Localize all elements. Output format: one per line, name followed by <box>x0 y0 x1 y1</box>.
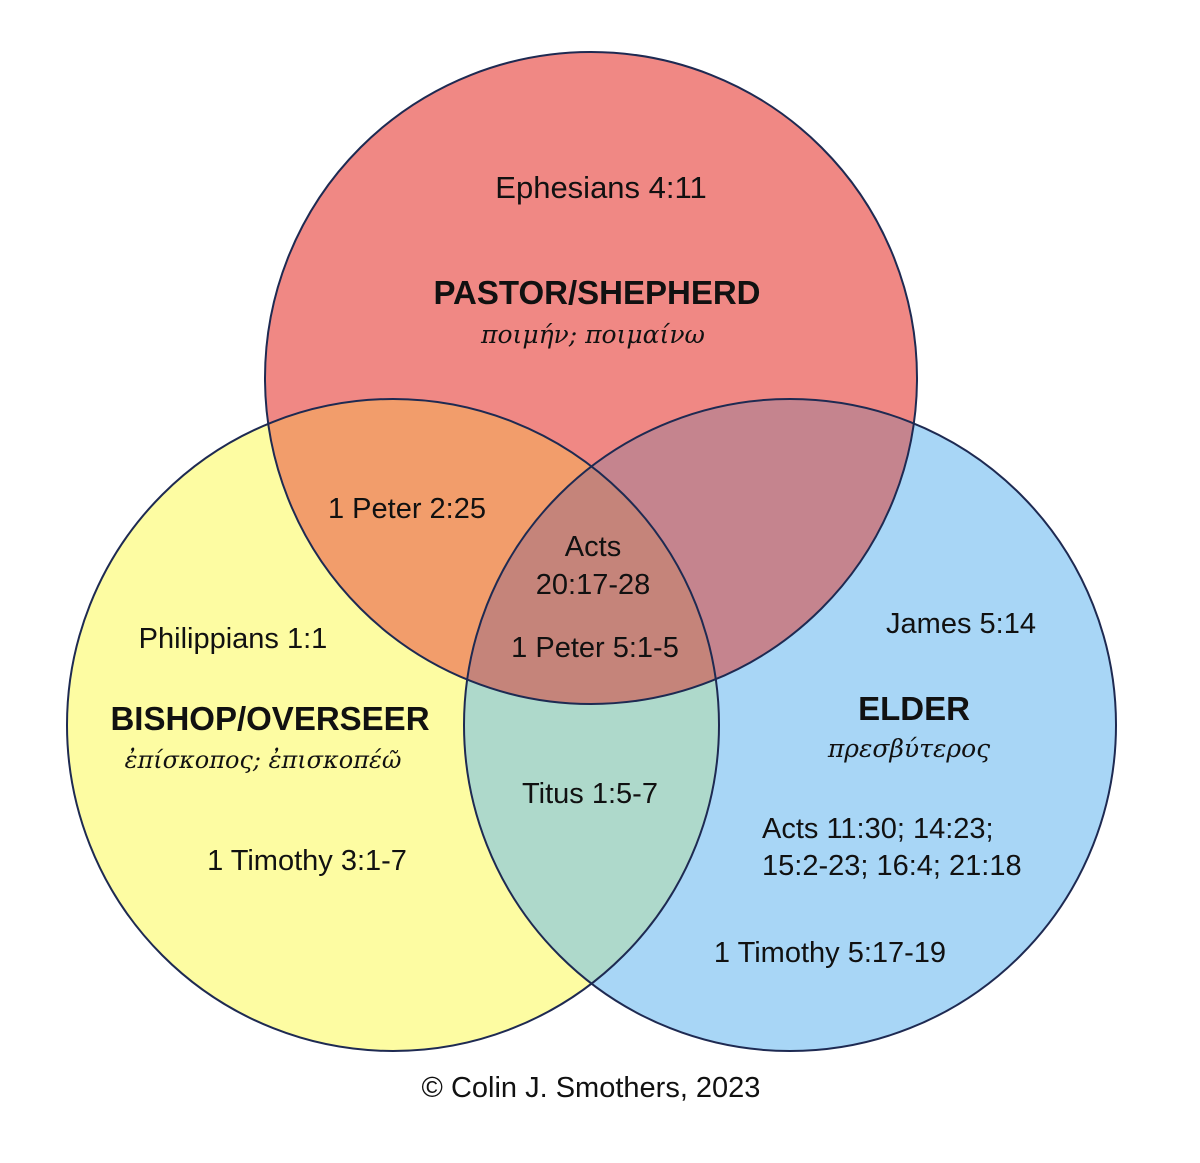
center-overlap <box>464 399 719 704</box>
copyright-text: © Colin J. Smothers, 2023 <box>422 1072 761 1104</box>
pastor-outline <box>264 51 918 705</box>
elder-ref-acts-2: 15:2-23; 16:4; 21:18 <box>762 850 1022 882</box>
bishop-greek: ἐπίσκοπος; ἐπισκοπέῶ <box>125 746 402 774</box>
pastor-ref-ephesians: Ephesians 4:11 <box>495 170 706 205</box>
center-ref-acts-2: 20:17-28 <box>536 569 651 601</box>
bishop-ref-philippians: Philippians 1:1 <box>139 623 328 655</box>
elder-title: ELDER <box>858 690 970 727</box>
pastor-title: PASTOR/SHEPHERD <box>433 274 760 311</box>
bishop-elder-ref: Titus 1:5-7 <box>522 778 658 810</box>
bishop-title: BISHOP/OVERSEER <box>110 700 429 737</box>
elder-greek: πρεσβύτερος <box>827 734 990 763</box>
bishop-outline <box>66 398 720 1052</box>
elder-ref-timothy: 1 Timothy 5:17-19 <box>714 937 946 969</box>
elder-ref-james: James 5:14 <box>886 608 1036 640</box>
bishop-ref-timothy: 1 Timothy 3:1-7 <box>207 845 407 877</box>
pastor-greek: ποιμήν; ποιμαίνω <box>480 320 705 349</box>
center-ref-acts-1: Acts <box>565 531 621 563</box>
pastor-bishop-ref: 1 Peter 2:25 <box>328 493 486 525</box>
elder-outline <box>463 398 1117 1052</box>
elder-ref-acts-1: Acts 11:30; 14:23; <box>762 813 994 845</box>
center-ref-peter: 1 Peter 5:1-5 <box>511 632 679 664</box>
